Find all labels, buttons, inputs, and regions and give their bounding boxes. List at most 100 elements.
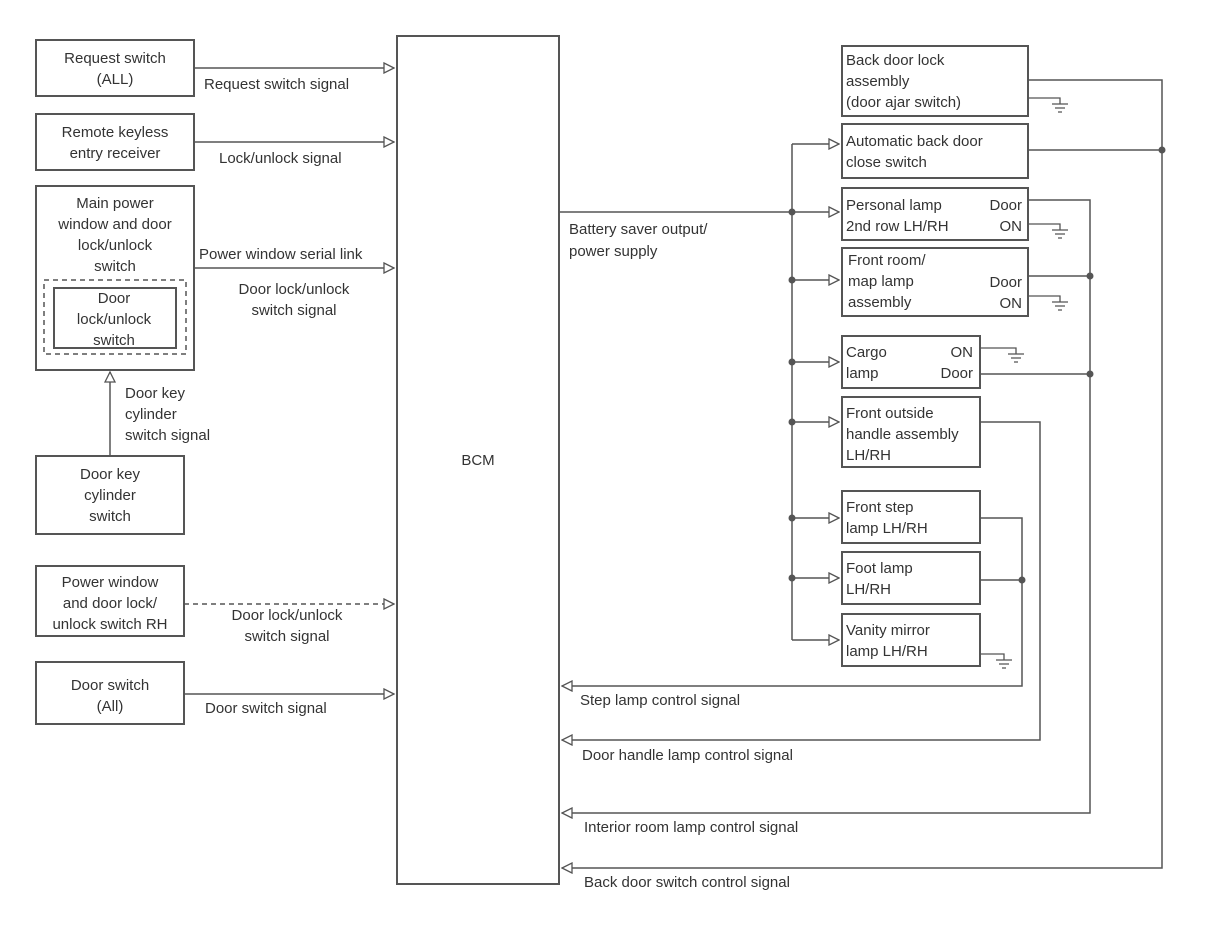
step-lamp-control-signal-line: [562, 517, 1023, 686]
main-power-window-label-line2: window and door: [57, 216, 171, 233]
door-switch-label-line1: Door switch: [71, 677, 149, 694]
key-cylinder-signal-label-line2: cylinder: [125, 406, 177, 423]
cargo-label-line1: Cargo: [846, 344, 887, 361]
door-key-cylinder-switch-box: Door key cylinder switch: [35, 455, 185, 535]
request-switch-label-line1: Request switch: [64, 50, 166, 67]
vanity-mirror-lamp-box: Vanity mirror lamp LH/RH: [841, 613, 981, 667]
request-switch-signal-label: Request switch signal: [204, 76, 349, 93]
keyless-receiver-label-line2: entry receiver: [70, 145, 161, 162]
door-key-cylinder-label-line3: switch: [89, 508, 131, 525]
junction-dot: [788, 514, 796, 522]
ground-symbol: [1028, 295, 1068, 311]
step-lamp-control-signal-label: Step lamp control signal: [580, 692, 740, 709]
junction-dot: [1018, 576, 1026, 584]
ground-symbol: [980, 653, 1012, 669]
power-window-rh-switch-box: Power window and door lock/ unlock switc…: [35, 565, 185, 637]
door-lock-signal-label-line1: Door lock/unlock: [239, 281, 350, 298]
lock-unlock-signal-label: Lock/unlock signal: [219, 150, 342, 167]
key-cylinder-signal-label-line3: switch signal: [125, 427, 210, 444]
front-outside-handle-label-line1: Front outside: [846, 405, 934, 422]
auto-back-door-label-line2: close switch: [846, 154, 927, 171]
junction-dot: [788, 276, 796, 284]
personal-lamp-on-terminal: ON: [1000, 218, 1023, 235]
door-switch-box: Door switch (All): [35, 661, 185, 725]
vanity-mirror-label-line1: Vanity mirror: [846, 622, 930, 639]
foot-lamp-label-line2: LH/RH: [846, 581, 891, 598]
back-door-lock-label-line2: assembly: [846, 73, 910, 90]
personal-lamp-door-terminal: Door: [989, 197, 1022, 214]
back-door-switch-control-signal-line: [562, 79, 1163, 868]
power-window-rh-label-line3: unlock switch RH: [52, 616, 167, 633]
junction-dot: [788, 208, 796, 216]
front-step-label-line1: Front step: [846, 499, 914, 516]
front-room-label-line2: map lamp: [848, 273, 914, 290]
door-lock-switch-label-line3: switch: [93, 332, 135, 349]
main-power-window-label-line1: Main power: [76, 195, 154, 212]
key-cylinder-signal-label-line1: Door key: [125, 385, 186, 402]
cargo-on-terminal: ON: [951, 344, 974, 361]
door-switch-label-line2: (All): [97, 698, 124, 715]
door-lock-signal-label-line2: switch signal: [251, 302, 336, 319]
junction-dot: [1158, 146, 1166, 154]
automatic-back-door-close-switch-box: Automatic back door close switch: [841, 123, 1029, 179]
power-window-rh-label-line1: Power window: [62, 574, 159, 591]
front-room-label-line3: assembly: [848, 294, 912, 311]
front-step-lamp-box: Front step lamp LH/RH: [841, 490, 981, 544]
door-key-cylinder-label-line2: cylinder: [84, 487, 136, 504]
power-window-serial-link-label: Power window serial link: [199, 246, 363, 263]
front-outside-handle-label-line3: LH/RH: [846, 447, 891, 464]
junction-dot: [788, 358, 796, 366]
front-room-label-line1: Front room/: [848, 252, 926, 269]
auto-back-door-label-line1: Automatic back door: [846, 133, 983, 150]
door-lock-switch-label-line1: Door: [98, 290, 131, 307]
ground-symbol: [1028, 223, 1068, 239]
battery-saver-label-line2: power supply: [569, 243, 658, 260]
battery-saver-label-line1: Battery saver output/: [569, 221, 708, 238]
vanity-mirror-label-line2: lamp LH/RH: [846, 643, 928, 660]
door-lock-unlock-switch-box: [53, 287, 177, 349]
personal-lamp-2nd-row-box: Personal lamp 2nd row LH/RH Door ON: [841, 187, 1029, 241]
interior-room-lamp-control-signal-line: [562, 199, 1091, 813]
junction-dot: [788, 574, 796, 582]
bcm-box: BCM: [396, 35, 560, 885]
door-key-cylinder-label-line1: Door key: [80, 466, 141, 483]
foot-lamp-box: Foot lamp LH/RH: [841, 551, 981, 605]
bcm-label: BCM: [461, 452, 494, 469]
foot-lamp-label-line1: Foot lamp: [846, 560, 913, 577]
cargo-lamp-box: Cargo lamp ON Door: [841, 335, 981, 389]
personal-lamp-label-line2: 2nd row LH/RH: [846, 218, 949, 235]
cargo-label-line2: lamp: [846, 365, 879, 382]
door-handle-lamp-control-signal-line: [562, 421, 1041, 740]
request-switch-box: Request switch (ALL): [35, 39, 195, 97]
cargo-door-terminal: Door: [940, 365, 973, 382]
front-room-on-terminal: ON: [1000, 295, 1023, 312]
junction-dot: [1086, 272, 1094, 280]
back-door-lock-assembly-box: Back door lock assembly (door ajar switc…: [841, 45, 1029, 117]
door-handle-lamp-control-signal-label: Door handle lamp control signal: [582, 747, 793, 764]
front-outside-handle-label-line2: handle assembly: [846, 426, 959, 443]
front-step-label-line2: lamp LH/RH: [846, 520, 928, 537]
main-power-window-label-line4: switch: [94, 258, 136, 275]
personal-lamp-label-line1: Personal lamp: [846, 197, 942, 214]
keyless-receiver-label-line1: Remote keyless: [62, 124, 169, 141]
front-outside-handle-assembly-box: Front outside handle assembly LH/RH: [841, 396, 981, 468]
request-switch-label-line2: (ALL): [97, 71, 134, 88]
power-window-rh-label-line2: and door lock/: [63, 595, 158, 612]
junction-dot: [788, 418, 796, 426]
remote-keyless-receiver-box: Remote keyless entry receiver: [35, 113, 195, 171]
ground-symbol: [1028, 97, 1068, 113]
front-room-map-lamp-box: Front room/ map lamp assembly Door ON: [841, 247, 1029, 317]
main-power-window-switch-box: Main power window and door lock/unlock s…: [35, 185, 195, 371]
ground-symbol: [980, 347, 1024, 363]
interior-room-lamp-control-signal-label: Interior room lamp control signal: [584, 819, 798, 836]
rh-door-lock-signal-label-line1: Door lock/unlock: [232, 607, 343, 624]
back-door-switch-control-signal-label: Back door switch control signal: [584, 874, 790, 891]
back-door-lock-label-line1: Back door lock: [846, 52, 945, 69]
door-lock-switch-label-line2: lock/unlock: [77, 311, 152, 328]
door-switch-signal-label: Door switch signal: [205, 700, 327, 717]
junction-dot: [1086, 370, 1094, 378]
rh-door-lock-signal-label-line2: switch signal: [244, 628, 329, 645]
back-door-lock-label-line3: (door ajar switch): [846, 94, 961, 111]
main-power-window-label-line3: lock/unlock: [78, 237, 153, 254]
